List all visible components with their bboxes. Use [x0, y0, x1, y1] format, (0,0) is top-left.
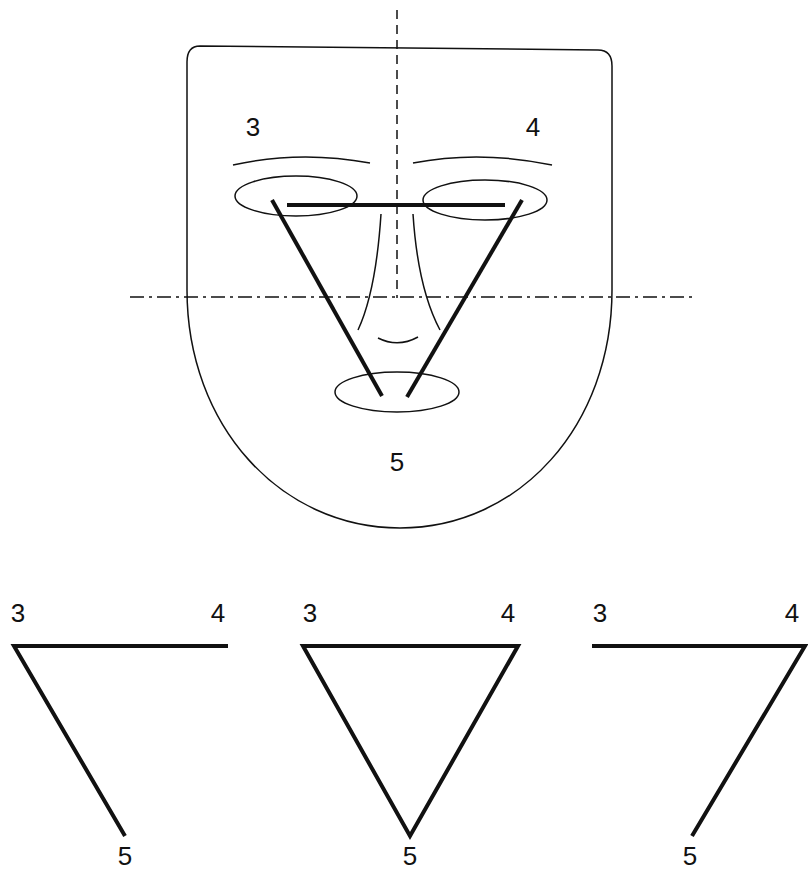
- callout-number: 3: [246, 114, 260, 140]
- callout-number: 4: [211, 600, 225, 626]
- callout-number: 3: [303, 600, 317, 626]
- left-half-triangle: [14, 646, 228, 836]
- horizontal-axis: [130, 296, 692, 298]
- nostril-curve: [378, 337, 418, 343]
- nose-right-line: [413, 214, 440, 330]
- callout-number: 5: [403, 843, 417, 869]
- callout-number: 5: [118, 843, 132, 869]
- callout-number: 4: [526, 114, 540, 140]
- full-triangle: [303, 646, 518, 836]
- callout-number: 3: [593, 600, 607, 626]
- left-triangle-side: [272, 200, 382, 396]
- right-eye: [423, 180, 547, 220]
- callout-number: 5: [683, 843, 697, 869]
- callout-number: 3: [11, 600, 25, 626]
- right-eyebrow: [413, 157, 552, 165]
- face-outline: [187, 46, 612, 528]
- callout-number: 4: [501, 600, 515, 626]
- right-triangle-side: [407, 200, 522, 397]
- left-eyebrow: [233, 157, 370, 165]
- callout-number: 5: [390, 449, 404, 475]
- callout-number: 4: [785, 600, 799, 626]
- right-half-triangle: [592, 646, 805, 836]
- nose-left-line: [358, 214, 381, 330]
- mouth: [335, 372, 459, 412]
- left-eye: [235, 176, 357, 216]
- vertical-axis: [396, 10, 398, 298]
- eye-line: [287, 203, 505, 207]
